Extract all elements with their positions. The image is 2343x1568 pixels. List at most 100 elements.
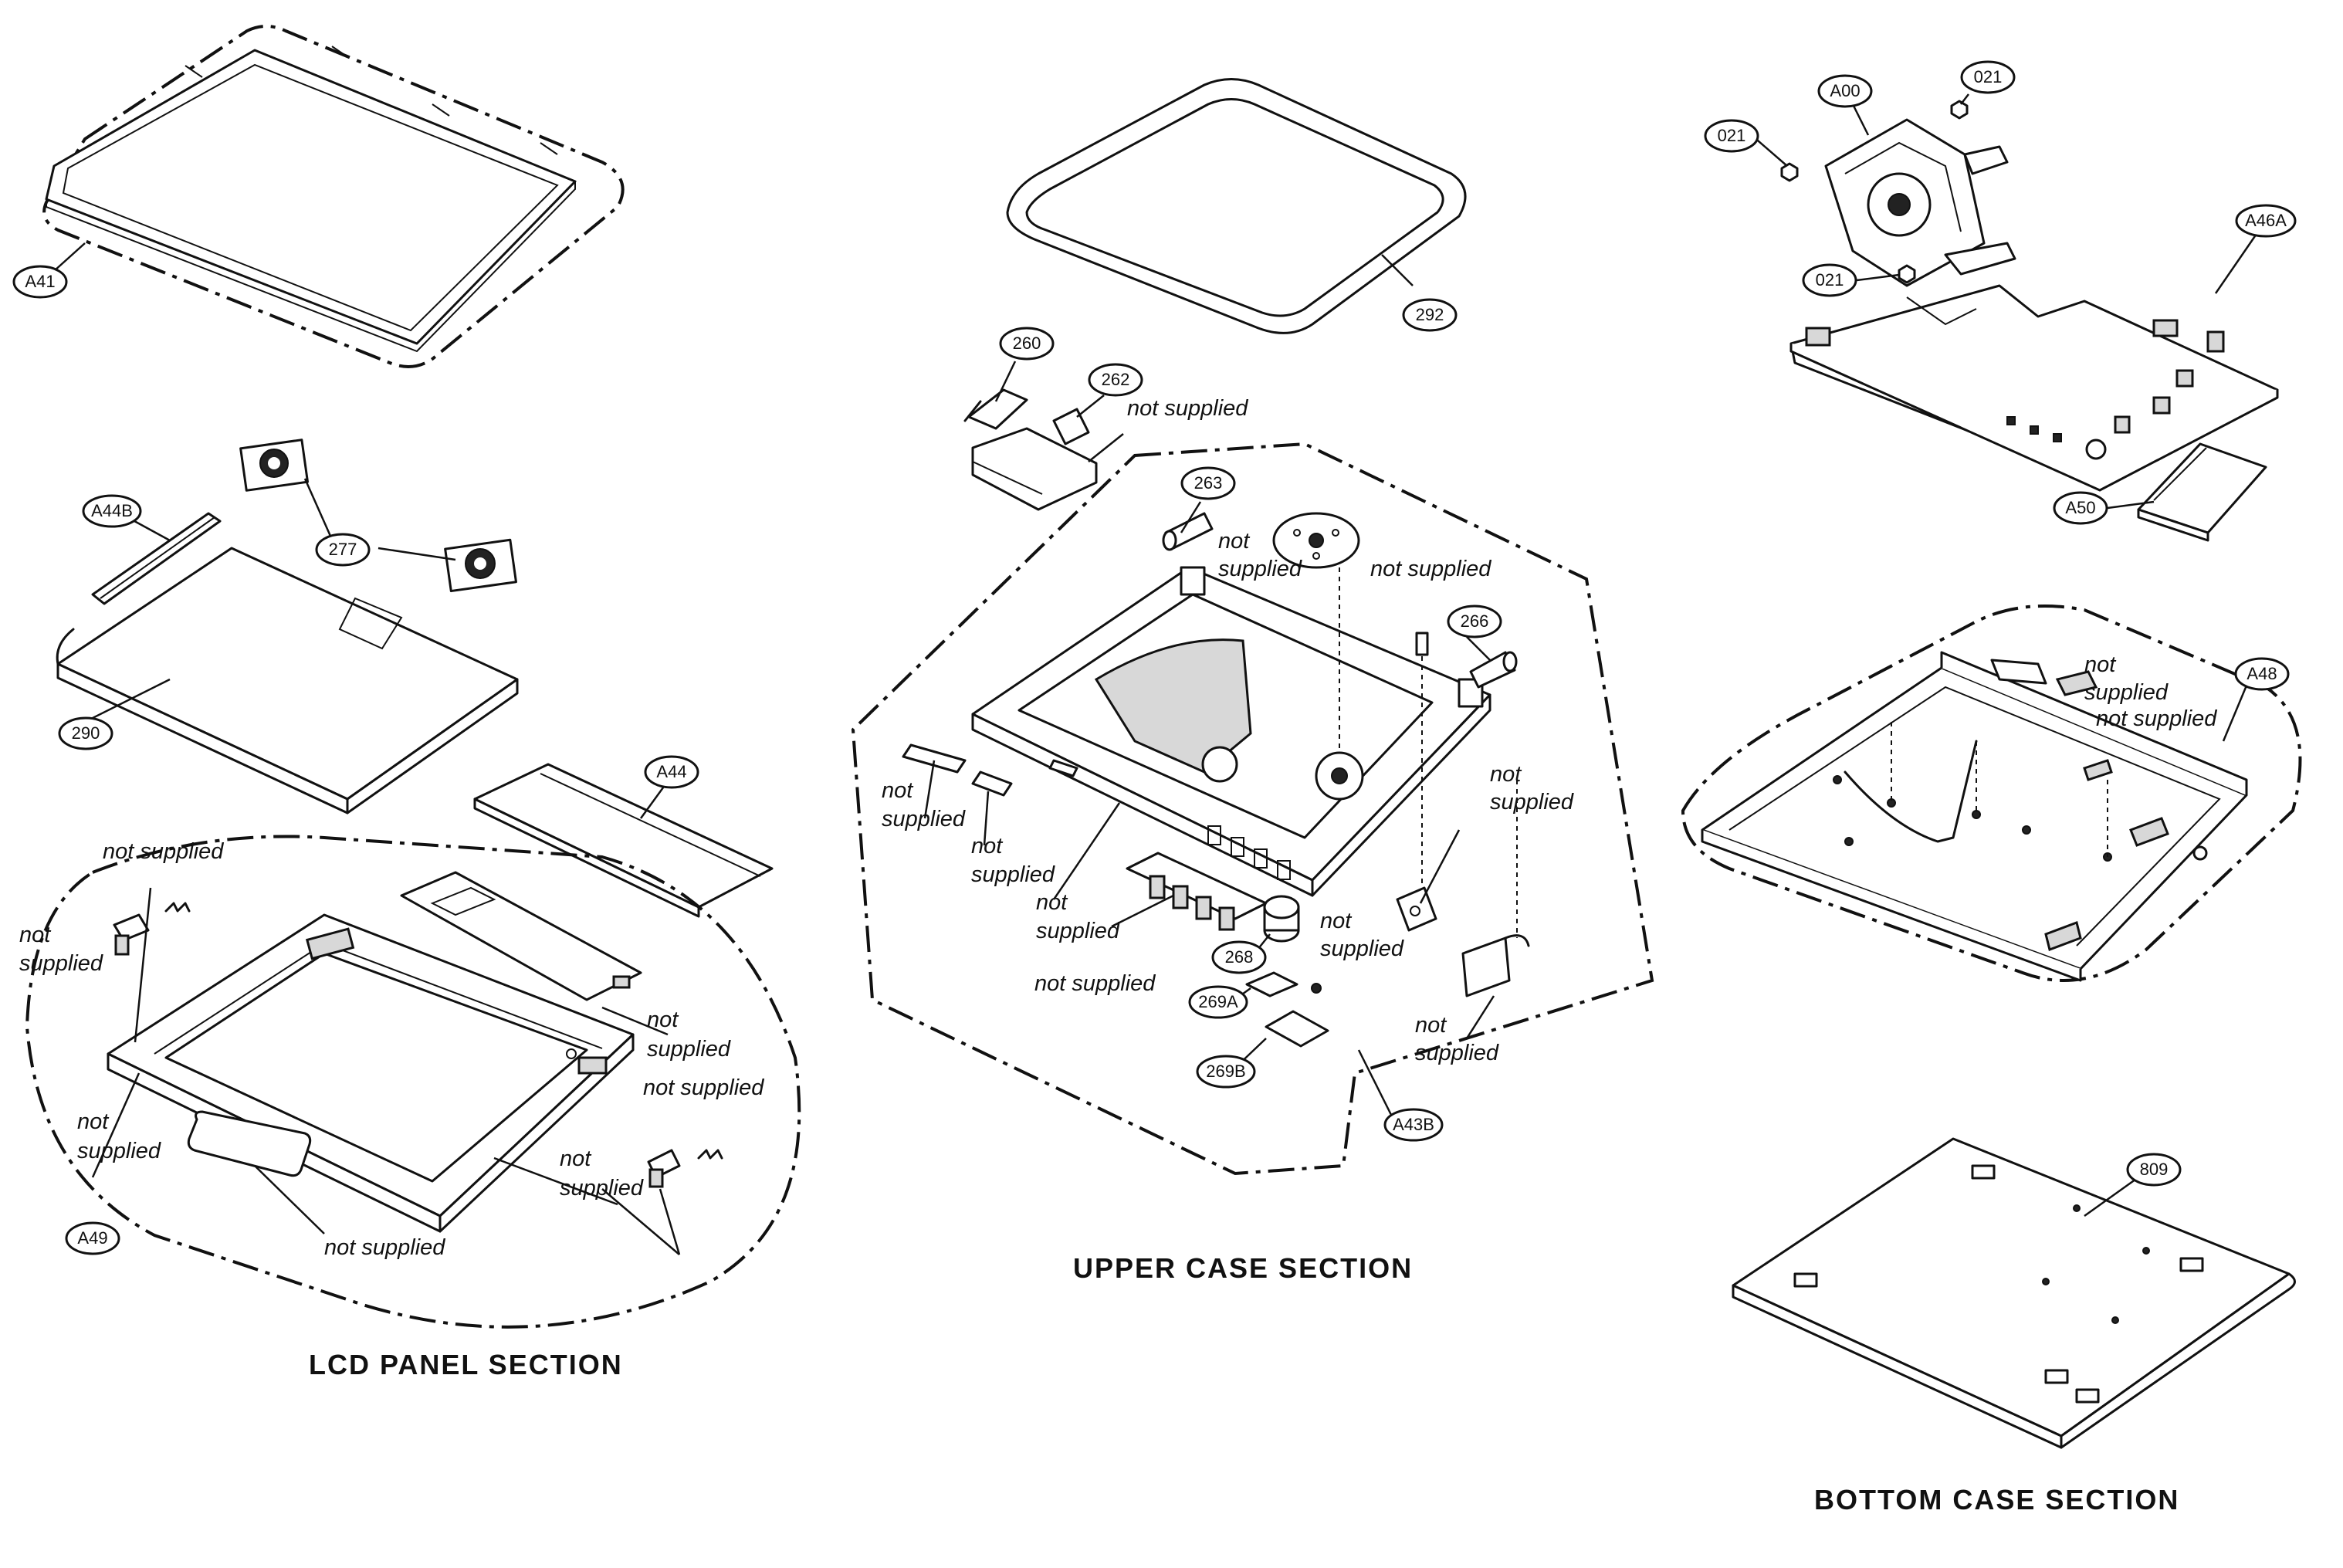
callout-a49: A49 <box>65 1221 120 1255</box>
note-not: not <box>19 923 52 947</box>
note-supplied: supplied <box>971 862 1055 887</box>
note-not: not <box>1218 529 1251 554</box>
svg-text:266: 266 <box>1461 611 1489 631</box>
note-not-supplied: not supplied <box>1370 557 1491 581</box>
mount-plate <box>971 427 1098 511</box>
note-supplied: supplied <box>882 807 966 831</box>
callout-a41: A41 <box>12 265 68 299</box>
side-bracket <box>1396 886 1437 932</box>
knob-268 <box>1263 895 1300 943</box>
hinge-part <box>1461 934 1530 997</box>
svg-text:292: 292 <box>1416 305 1444 324</box>
bottom-chassis-group-outline <box>1681 605 2302 982</box>
callout-277: 277 <box>315 533 371 567</box>
note-supplied: supplied <box>19 951 103 976</box>
callout-809: 809 <box>2126 1153 2182 1187</box>
note-not-supplied: not supplied <box>643 1075 764 1100</box>
latch-lower-right <box>647 1149 723 1188</box>
svg-text:A46A: A46A <box>2245 211 2287 230</box>
callout-260: 260 <box>999 327 1055 361</box>
svg-text:262: 262 <box>1102 370 1130 389</box>
speaker-277-lower <box>444 538 517 593</box>
bezel-bottom-trim <box>187 1110 312 1177</box>
note-not: not <box>77 1109 110 1134</box>
note-not-supplied: not supplied <box>103 839 224 864</box>
main-board-a46a <box>1789 284 2279 492</box>
note-not-supplied: not supplied <box>1127 396 1248 421</box>
callout-292: 292 <box>1402 298 1458 332</box>
svg-text:021: 021 <box>1974 67 2003 86</box>
note-not: not <box>1036 890 1068 915</box>
callout-263: 263 <box>1180 466 1236 500</box>
lcd-bezel-group-outline <box>25 835 801 1329</box>
note-supplied: supplied <box>1415 1041 1499 1065</box>
upper-case-group-outline <box>851 442 1654 1176</box>
callout-266: 266 <box>1447 605 1502 638</box>
note-not: not <box>1490 762 1522 787</box>
switch-269a <box>1245 971 1322 997</box>
svg-text:263: 263 <box>1194 473 1223 493</box>
svg-text:021: 021 <box>1718 126 1746 145</box>
small-board-a50 <box>2137 442 2267 542</box>
note-supplied: supplied <box>1218 557 1302 581</box>
svg-text:A48: A48 <box>2247 664 2277 683</box>
nut-021-right <box>1950 100 1969 120</box>
note-not: not <box>882 778 914 803</box>
callout-021-bottom: 021 <box>1802 263 1857 297</box>
note-not: not <box>647 1008 679 1032</box>
note-not: not <box>560 1146 592 1171</box>
turntable-disc <box>1272 512 1360 569</box>
nut-021-left <box>1780 162 1799 182</box>
window-frame-292 <box>1006 78 1467 334</box>
callout-262: 262 <box>1088 363 1143 397</box>
button-strip <box>1126 852 1268 931</box>
svg-text:A49: A49 <box>77 1228 107 1248</box>
callout-a44b: A44B <box>82 494 142 528</box>
section-title-lcd-panel: LCD PANEL SECTION <box>309 1349 623 1380</box>
svg-text:268: 268 <box>1225 947 1254 967</box>
note-not: not <box>1415 1013 1447 1038</box>
note-supplied: supplied <box>1490 790 1574 814</box>
note-supplied: supplied <box>1320 936 1404 961</box>
inverter-board-a44 <box>473 763 774 918</box>
callout-021-left: 021 <box>1704 119 1759 153</box>
note-supplied: supplied <box>1036 919 1120 943</box>
svg-text:290: 290 <box>72 723 100 743</box>
button-262 <box>1052 408 1090 445</box>
lcd-top-cover <box>45 46 577 353</box>
callout-a00: A00 <box>1817 74 1873 108</box>
callout-268: 268 <box>1211 940 1267 974</box>
svg-text:269A: 269A <box>1198 992 1238 1011</box>
callout-a48: A48 <box>2234 657 2290 691</box>
speaker-277-upper <box>239 439 310 492</box>
svg-text:A44: A44 <box>656 762 686 781</box>
not-supplied-notes: not supplied not supplied not supplied n… <box>19 396 2217 1260</box>
svg-text:260: 260 <box>1013 334 1041 353</box>
bezel-bracket <box>400 871 642 1001</box>
section-title-upper-case: UPPER CASE SECTION <box>1073 1252 1413 1284</box>
part-callouts: A41 A44B 277 290 A44 A49 292 260 262 263… <box>12 60 2297 1255</box>
svg-text:A00: A00 <box>1830 81 1860 100</box>
callout-a50: A50 <box>2053 491 2108 525</box>
svg-text:277: 277 <box>329 540 357 559</box>
callout-021-right: 021 <box>1960 60 2016 94</box>
note-supplied: supplied <box>647 1037 731 1062</box>
note-supplied: supplied <box>2084 680 2169 705</box>
section-title-bottom-case: BOTTOM CASE SECTION <box>1814 1484 2179 1516</box>
svg-text:A43B: A43B <box>1393 1115 1434 1134</box>
cylinder-263 <box>1162 512 1214 551</box>
screw <box>1415 632 1429 656</box>
latch-upper-left <box>113 902 191 956</box>
svg-text:021: 021 <box>1816 270 1844 290</box>
cylinder-266 <box>1469 651 1518 689</box>
drive-mechanism-a00 <box>1824 118 2016 287</box>
nut-021-bottom <box>1898 264 1916 284</box>
note-not: not <box>2084 652 2117 677</box>
note-supplied: supplied <box>560 1176 644 1201</box>
note-not-supplied: not supplied <box>1034 971 1156 996</box>
svg-text:269B: 269B <box>1206 1062 1245 1081</box>
note-not: not <box>1320 909 1353 933</box>
svg-text:A41: A41 <box>25 272 55 291</box>
bottom-chassis <box>1701 651 2248 982</box>
